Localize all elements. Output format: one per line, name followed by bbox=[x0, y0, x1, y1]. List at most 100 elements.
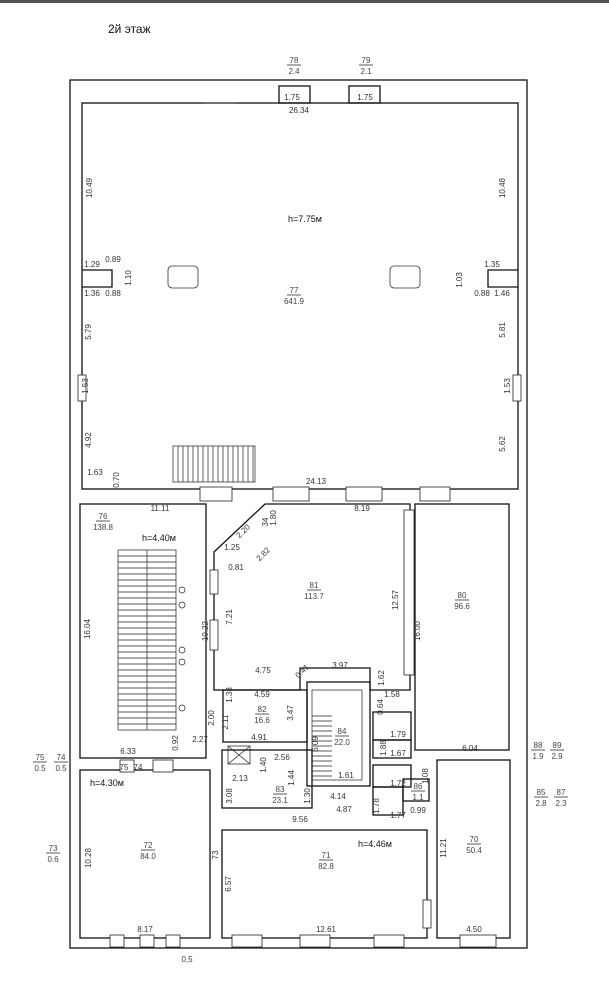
dimension-label: 4.14 bbox=[330, 792, 346, 801]
dimension-label: 5.62 bbox=[498, 436, 507, 452]
dimension-label: 11.21 bbox=[439, 838, 448, 858]
hall-right-bay bbox=[487, 269, 518, 288]
room-number: 89 bbox=[553, 741, 562, 750]
room-76-wall bbox=[79, 503, 207, 759]
dimension-label: 12.61 bbox=[316, 925, 337, 934]
hall-window-right bbox=[512, 374, 522, 402]
height-left: h=4.40м bbox=[142, 533, 176, 543]
room-number: 76 bbox=[99, 512, 108, 521]
room-label-89: 892.9 bbox=[550, 741, 564, 761]
room-label-78: 782.4 bbox=[287, 56, 301, 76]
window-bottom-f bbox=[373, 934, 405, 948]
dimension-label: 75 bbox=[120, 763, 129, 772]
hall-left-bay bbox=[82, 269, 113, 288]
dimension-label: 2.27 bbox=[192, 735, 208, 744]
dimension-label: 6.04 bbox=[462, 744, 478, 753]
dimension-label: 4.59 bbox=[254, 690, 270, 699]
dimension-label: 9.56 bbox=[292, 815, 308, 824]
dimension-label: 1.78 bbox=[372, 798, 381, 814]
top-border-line bbox=[0, 0, 609, 3]
room-86-wall bbox=[402, 778, 430, 802]
dimension-label: 0.41 bbox=[294, 662, 312, 680]
dimension-label: 0.88 bbox=[105, 289, 121, 298]
room-72-window-top-b bbox=[119, 759, 135, 773]
dimension-label: 1.80 bbox=[269, 510, 278, 526]
dimension-label: 11.11 bbox=[151, 504, 170, 513]
room-area: 2.4 bbox=[288, 67, 300, 76]
room-area: 113.7 bbox=[304, 592, 324, 601]
dimension-label: 1.79 bbox=[390, 730, 406, 739]
outer-wall bbox=[69, 79, 528, 949]
dimension-label: 1.40 bbox=[259, 757, 268, 773]
dimension-label: 1.29 bbox=[84, 260, 100, 269]
dimension-label: 1.35 bbox=[484, 260, 500, 269]
room-label-86: 861.1 bbox=[411, 782, 425, 802]
room-79-wall bbox=[348, 85, 381, 104]
dimension-label: 1.58 bbox=[384, 690, 400, 699]
hall-column-right bbox=[389, 265, 421, 289]
window-bottom-b bbox=[139, 934, 155, 948]
room-number: 80 bbox=[458, 591, 467, 600]
dimension-label: 16.04 bbox=[83, 618, 92, 639]
dimension-label: 8.19 bbox=[354, 504, 370, 513]
room-number: 74 bbox=[57, 753, 66, 762]
dimension-label: 74 bbox=[134, 763, 143, 772]
dimension-label: 6.09 bbox=[311, 736, 320, 752]
room-number: 70 bbox=[470, 835, 479, 844]
room-number: 83 bbox=[276, 785, 285, 794]
window-bottom-c bbox=[165, 934, 181, 948]
dimension-label: 4.92 bbox=[84, 432, 93, 448]
height-lower-left: h=4.30м bbox=[90, 778, 124, 788]
dimension-label: 6.57 bbox=[224, 876, 233, 892]
dimension-label: 10.49 bbox=[85, 177, 94, 198]
room-area: 50.4 bbox=[466, 846, 482, 855]
room-area: 0.6 bbox=[47, 855, 59, 864]
room-number: 72 bbox=[144, 841, 153, 850]
dimension-label: 0.89 bbox=[105, 255, 121, 264]
room-71-wall bbox=[221, 829, 428, 939]
dimension-label: 1.61 bbox=[338, 771, 354, 780]
room-number: 71 bbox=[322, 851, 331, 860]
dimension-label: 2.56 bbox=[274, 753, 290, 762]
room-area: 2.8 bbox=[535, 799, 547, 808]
dimension-label: 0.81 bbox=[228, 563, 244, 572]
room-area: 0.5 bbox=[34, 764, 46, 773]
dimension-label: 10.48 bbox=[498, 177, 507, 198]
vent-box bbox=[227, 745, 251, 765]
room-area: 2.9 bbox=[551, 752, 563, 761]
window-bottom-g bbox=[459, 934, 497, 948]
dimension-label: 4.75 bbox=[255, 666, 271, 675]
stairwell-84-stairs bbox=[311, 689, 363, 781]
room-number: 77 bbox=[290, 286, 299, 295]
dimension-label: 0.70 bbox=[112, 472, 121, 488]
dimension-label: 1.67 bbox=[390, 749, 406, 758]
window-77-a bbox=[199, 486, 233, 502]
dimension-label: 4.87 bbox=[336, 805, 352, 814]
room-area: 23.1 bbox=[272, 796, 288, 805]
room-label-87: 872.3 bbox=[554, 788, 568, 808]
room-area: 0.5 bbox=[55, 764, 67, 773]
hall-staircase bbox=[172, 445, 256, 483]
window-bottom-e bbox=[299, 934, 331, 948]
dimension-label: 2.11 bbox=[221, 714, 230, 730]
dimension-label: 1.88 bbox=[379, 740, 388, 756]
dimension-label: 24.13 bbox=[306, 477, 327, 486]
window-77-b bbox=[272, 486, 310, 502]
room-area: 2.3 bbox=[555, 799, 567, 808]
dimension-label: 1.72 bbox=[390, 779, 406, 788]
dimension-label: 34 bbox=[261, 517, 270, 526]
dimension-label: 1.38 bbox=[225, 687, 234, 703]
room-label-74: 740.5 bbox=[54, 753, 68, 773]
dimension-label: 26.34 bbox=[289, 106, 310, 115]
room-83-wall bbox=[221, 749, 313, 809]
room-number: 75 bbox=[36, 753, 45, 762]
window-bottom-d bbox=[231, 934, 263, 948]
dimension-label: 10.28 bbox=[84, 847, 93, 868]
dimension-label: 73 bbox=[211, 850, 220, 859]
dimension-label: 1.46 bbox=[494, 289, 510, 298]
